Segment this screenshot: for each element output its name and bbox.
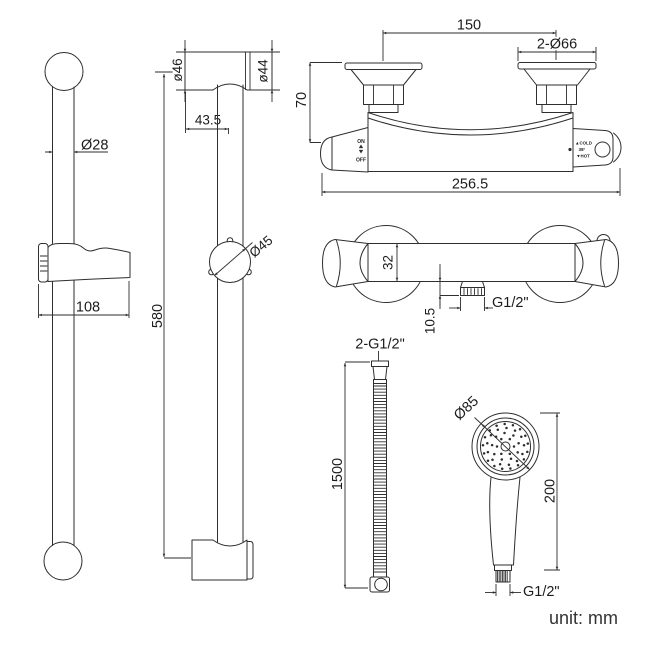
hot-label: ▼HOT <box>576 154 590 159</box>
handset-stem-collar <box>494 564 512 571</box>
valve-body <box>367 112 574 172</box>
bottom-bracket-cap <box>246 541 254 580</box>
handset-handle <box>489 477 521 566</box>
rail-top-endcap <box>44 52 84 91</box>
temperature-handle-top <box>574 239 619 288</box>
hose-top-fitting <box>371 360 389 384</box>
temp-label: 38° <box>579 147 586 152</box>
rail-rod-upper <box>52 86 75 244</box>
hand-shower-view: Ø85 200 G1/2" <box>449 392 560 600</box>
dim-outlet-offset: 10.5 <box>423 308 438 334</box>
holder-lever <box>38 243 49 283</box>
slide-rail-side-view: 580 ø46 ø44 43.5 Ø45 <box>150 40 280 581</box>
mixer-valve-front-view: 150 2-Ø66 70 ON <box>294 18 622 196</box>
dim-slider-diameter: Ø45 <box>246 233 275 261</box>
dim-bracket-cap-diameter: ø44 <box>256 59 271 83</box>
dim-outlet-thread: G1/2" <box>492 295 529 311</box>
shower-outlet <box>460 281 485 296</box>
on-label: ON <box>357 139 365 145</box>
slide-rail-front-view: Ø28 108 <box>38 52 131 581</box>
handset-head-outer <box>471 412 540 481</box>
on-off-arrows-icon <box>358 144 364 154</box>
dim-bracket-face-diameter: ø46 <box>170 58 185 81</box>
top-wall-bracket <box>184 51 273 91</box>
dim-escutcheon-diameter: 2-Ø66 <box>537 37 577 53</box>
index-dot <box>568 147 572 152</box>
mixer-valve-top-view: 32 10.5 G1/2" <box>322 225 619 336</box>
hose-corrugation <box>373 385 387 573</box>
dim-overall-width: 256.5 <box>452 177 488 193</box>
inlet-centres-ext <box>382 30 557 61</box>
off-label: OFF <box>356 158 366 164</box>
dim-hose-length: 1500 <box>330 458 346 490</box>
dim-body-diameter: 32 <box>381 255 396 270</box>
holder-body <box>47 243 131 282</box>
bottom-wall-bracket <box>191 539 248 581</box>
unit-note: unit: mm <box>549 608 618 628</box>
dim-handset-thread: G1/2" <box>523 584 560 600</box>
handset-head-ring <box>476 417 535 476</box>
bracket-offset-ext <box>185 92 229 134</box>
override-button <box>594 141 611 158</box>
dim-head-diameter: Ø85 <box>451 393 482 423</box>
handset-stem <box>495 570 511 583</box>
dim-bracket-spacing: 580 <box>150 304 166 328</box>
dim-handset-length: 200 <box>543 479 559 503</box>
valve-body-chamfer <box>367 117 574 136</box>
escutcheon-ext <box>517 47 597 61</box>
temperature-handle: ▲COLD 38° ▼HOT <box>568 128 622 168</box>
flow-handle: ON OFF <box>320 127 369 173</box>
stem-knurl <box>497 571 508 582</box>
rail-rod-side <box>217 84 244 543</box>
rail-bottom-endcap <box>43 541 83 581</box>
rail-length-ticks <box>155 71 191 559</box>
dim-inlet-centres: 150 <box>457 18 481 34</box>
holder-lever-ribs <box>40 255 48 272</box>
shower-hose-view: 2-G1/2" 1500 <box>330 337 405 593</box>
dim-rod-diameter: Ø28 <box>81 138 108 154</box>
flow-handle-top <box>322 239 369 288</box>
dim-bracket-offset: 43.5 <box>195 113 221 128</box>
cold-label: ▲COLD <box>575 141 592 146</box>
top-bracket-cap-joint <box>245 52 251 90</box>
right-inlet-flange <box>517 62 597 113</box>
handset-face <box>480 421 531 472</box>
holder-width-ext <box>38 281 130 318</box>
dim-hose-threads: 2-G1/2" <box>355 337 404 353</box>
hose-bottom-fitting <box>369 576 390 593</box>
dim-inlet-drop: 70 <box>294 92 310 108</box>
dim-holder-width: 108 <box>76 300 100 316</box>
rail-rod-lower <box>52 280 75 546</box>
left-inlet-flange <box>344 62 423 113</box>
hose-body <box>373 383 387 578</box>
